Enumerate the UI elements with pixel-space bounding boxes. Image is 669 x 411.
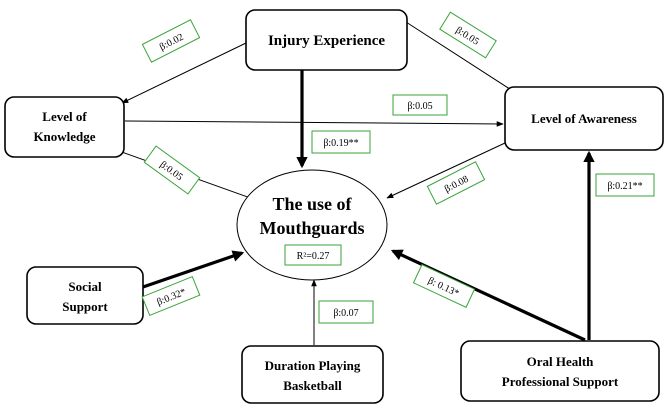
edge-awareness-mouthguards [386,142,506,199]
node-label-line-2: Support [62,299,108,314]
node-use-of-mouthguards: The use of Mouthguards R²=0.27 [236,169,388,281]
r-squared-value: R²=0.27 [297,251,330,262]
coef-injury-knowledge: β:0.02 [141,19,201,63]
coef-label: β:0.19** [323,138,358,149]
coef-oral-mouthguards: β: 0.13* [412,264,476,308]
coef-awareness-mouthguards: β:0.08 [426,161,486,205]
coef-duration-mouthguards: β:0.07 [318,300,374,324]
coef-oral-awareness: β:0.21** [595,173,655,197]
node-level-of-knowledge: Level of Knowledge [4,96,125,158]
r-squared-box [284,244,342,266]
coef-label: β:0.05 [407,101,432,112]
coef-knowledge-mouthguards: β:0.05 [143,145,201,195]
coef-injury-awareness: β:0.05 [439,11,497,59]
node-level-of-awareness: Level of Awareness [504,86,664,151]
node-label: Level of Awareness [531,111,637,126]
node-injury-experience: Injury Experience [245,9,408,71]
node-label-line-1: Social [68,279,102,294]
edge-knowledge-awareness [124,120,504,127]
node-label-line-2: Knowledge [33,129,95,144]
node-label-line-1: The use of [272,194,352,214]
node-label-line-2: Basketball [283,378,342,393]
node-oral-health-professional-support: Oral Health Professional Support [460,340,660,402]
node-duration-playing-basketball: Duration Playing Basketball [241,345,384,404]
node-label-line-2: Professional Support [502,374,619,389]
coef-social-mouthguards: β:0.32* [141,275,201,317]
edge-injury-knowledge [121,42,247,104]
node-label-line-1: Level of [42,109,87,124]
coef-knowledge-awareness: β:0.05 [392,94,448,116]
node-label-line-1: Duration Playing [265,358,361,373]
node-label-line-2: Mouthguards [259,218,364,238]
node-label-line-1: Oral Health [527,354,595,369]
coef-injury-mouthguards: β:0.19** [311,130,371,154]
node-social-support: Social Support [26,266,144,325]
node-label: Injury Experience [268,33,385,49]
edge-injury-awareness [405,21,517,94]
coef-label: β:0.07 [333,308,358,319]
coef-label: β:0.21** [607,181,642,192]
edge-social-mouthguards [142,250,245,289]
